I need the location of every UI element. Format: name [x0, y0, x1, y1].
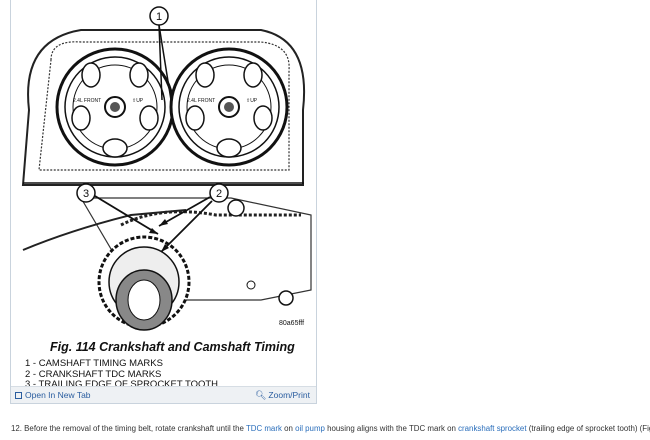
figure-toolbar: Open In New Tab 🔍︎ Zoom/Print — [11, 386, 316, 403]
right-sprocket-label: 2.4L FRONT — [187, 98, 215, 104]
tdc-mark-link[interactable]: TDC mark — [245, 424, 282, 433]
callout-2: 2 — [158, 183, 229, 253]
right-cam-sprocket: 2.4L FRONT ⇧UP — [169, 47, 289, 167]
crankshaft-sprocket-link[interactable]: crankshaft sprocket — [458, 424, 527, 433]
step-caption: 12. Before the removal of the timing bel… — [11, 424, 650, 433]
open-in-new-tab-label: Open In New Tab — [25, 390, 91, 400]
caption-text: on — [281, 424, 296, 433]
figure-frame: 2.4L FRONT ⇧UP 2.4L FRONT ⇧UP 1 — [10, 0, 317, 404]
oil-pump-link[interactable]: oil pump — [295, 424, 325, 433]
svg-text:2: 2 — [216, 188, 222, 200]
left-cam-sprocket: 2.4L FRONT ⇧UP — [55, 47, 175, 167]
legend-item: 1 - CAMSHAFT TIMING MARKS — [25, 358, 163, 369]
callout-3: 3 — [76, 183, 159, 235]
callout-1: 1 — [149, 6, 172, 101]
caption-text: housing aligns with the TDC mark on — [324, 424, 459, 433]
zoom-print-label: Zoom/Print — [268, 390, 310, 400]
caption-text: (trailing edge of sprocket tooth) (Fig. … — [528, 424, 650, 433]
caption-text: 12. Before the removal of the timing bel… — [11, 424, 246, 433]
new-tab-icon — [15, 391, 22, 399]
zoom-print-link[interactable]: 🔍︎ Zoom/Print — [255, 390, 310, 400]
svg-text:3: 3 — [83, 188, 89, 200]
magnifier-icon: 🔍︎ — [254, 389, 267, 400]
legend-item: 2 - CRANKSHAFT TDC MARKS — [25, 368, 162, 380]
open-in-new-tab-link[interactable]: Open In New Tab — [15, 390, 91, 400]
figure-code: 80a65fff — [279, 320, 305, 327]
figure-legend: 1 - CAMSHAFT TIMING MARKS 2 - CRANKSHAFT… — [25, 358, 219, 391]
svg-text:1: 1 — [156, 11, 162, 23]
left-sprocket-label: 2.4L FRONT — [73, 98, 101, 104]
figure-title: Fig. 114 Crankshaft and Camshaft Timing — [50, 340, 295, 354]
crank-sprocket — [97, 235, 191, 331]
timing-illustration: 2.4L FRONT ⇧UP 2.4L FRONT ⇧UP 1 — [21, 6, 312, 331]
legend-item: 3 - TRAILING EDGE OF SPROCKET TOOTH — [25, 379, 219, 390]
right-sprocket-up-label: ⇧UP — [246, 98, 258, 104]
left-sprocket-up-label: ⇧UP — [132, 98, 144, 104]
